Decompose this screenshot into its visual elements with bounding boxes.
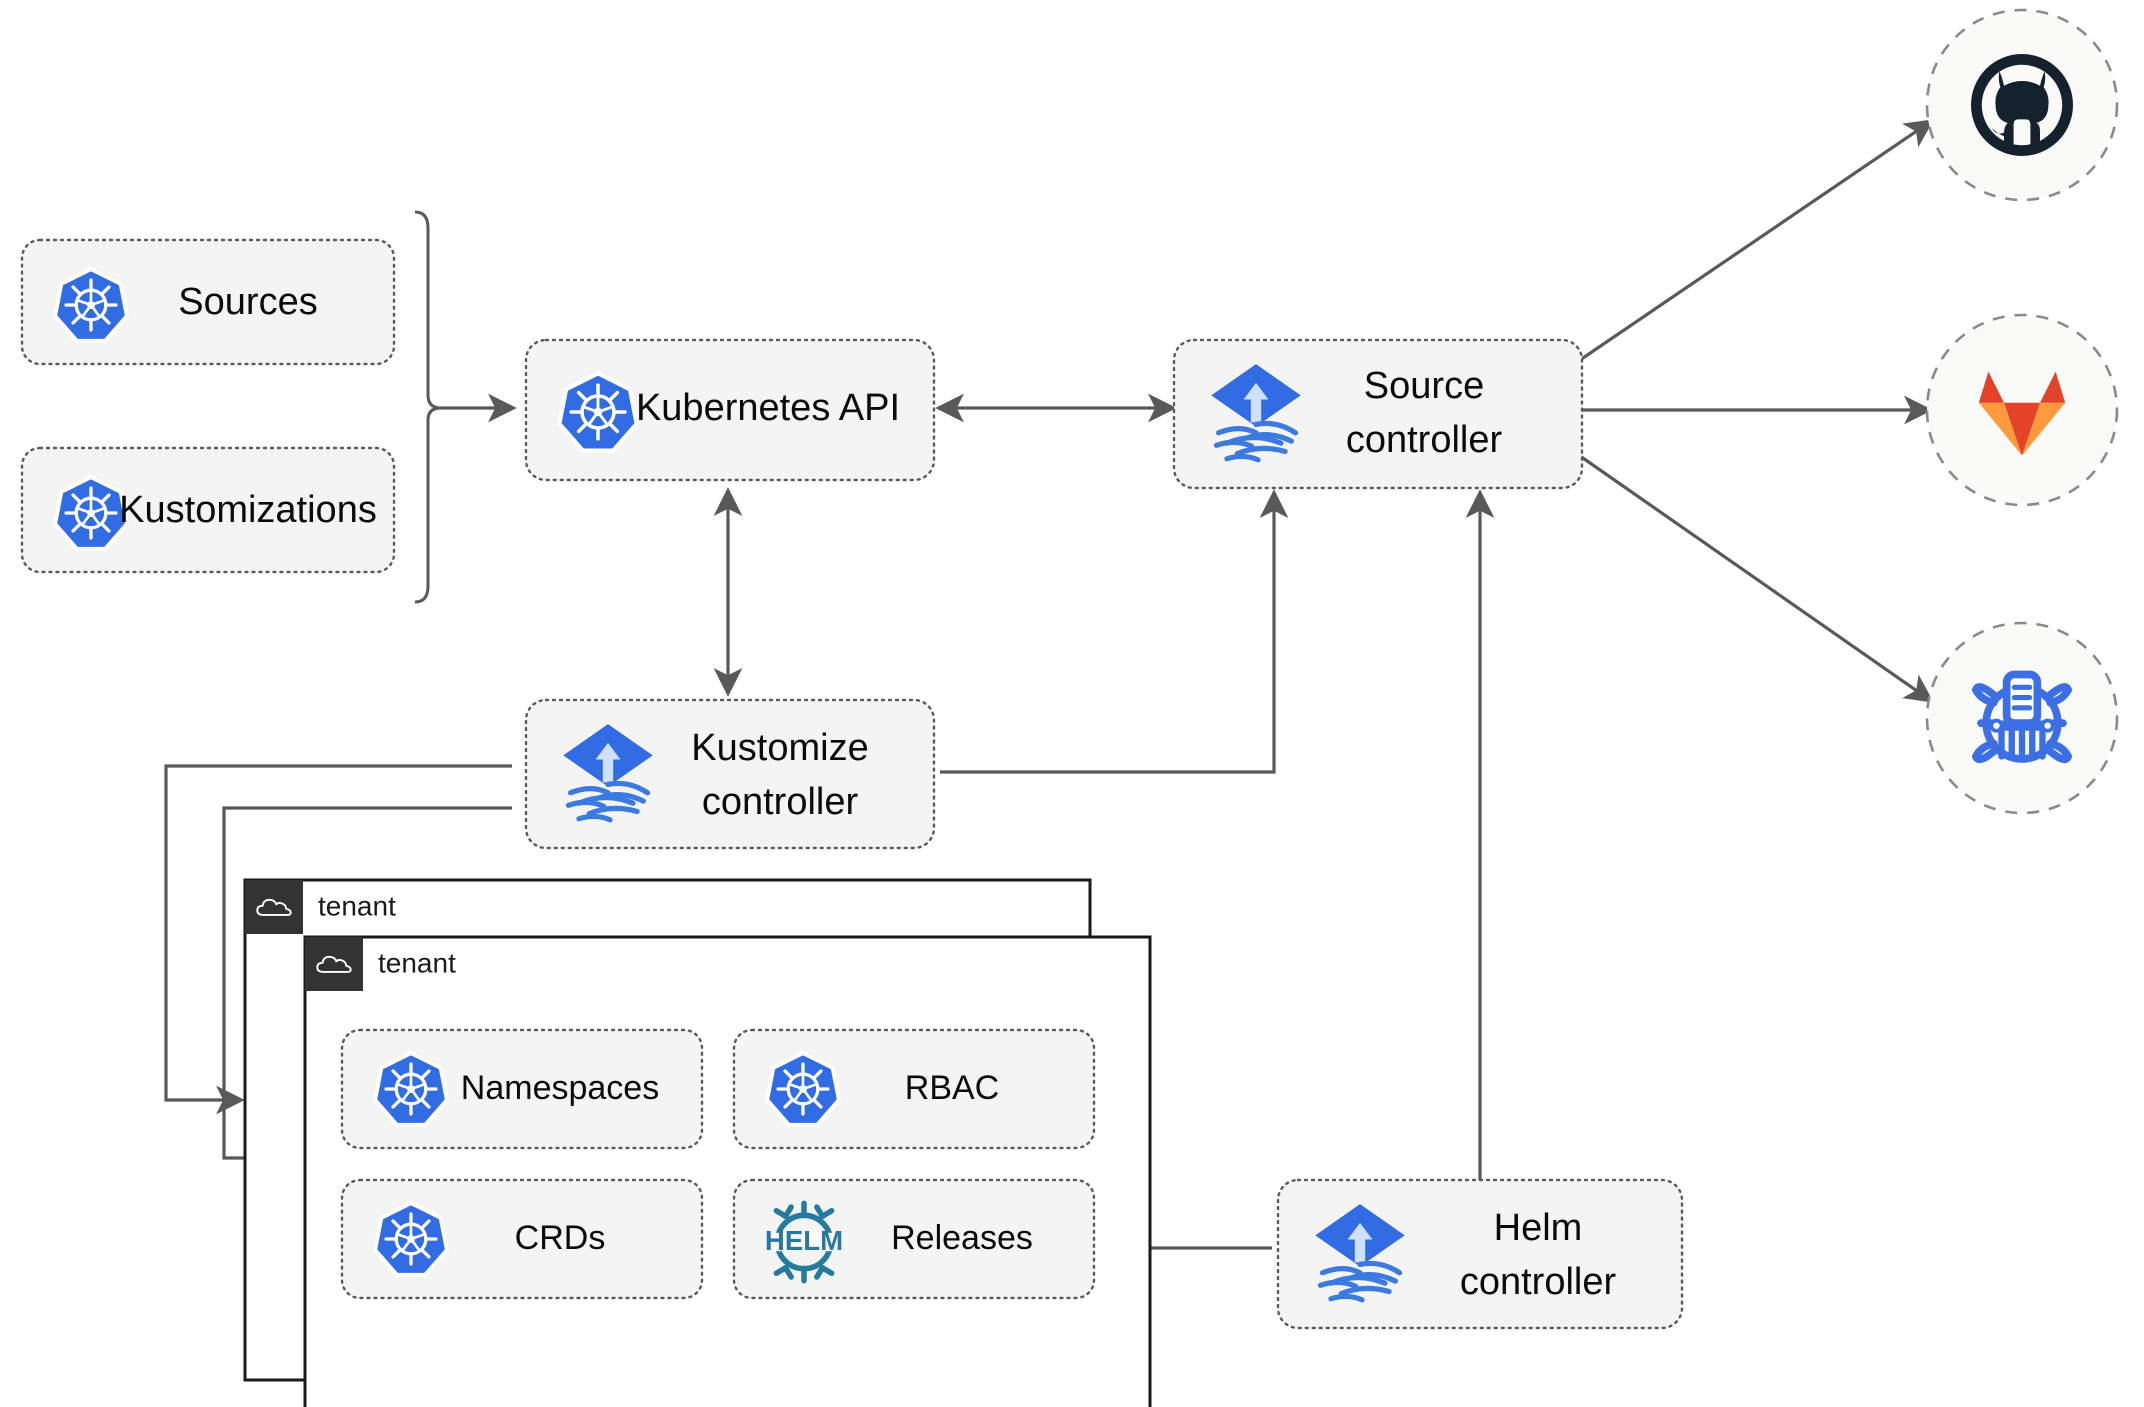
- node-rbac[interactable]: RBAC: [732, 1028, 1096, 1150]
- source-controller-label-line1: Source: [1364, 365, 1484, 407]
- tenant-inner[interactable]: tenant: [303, 935, 1152, 1407]
- edge-kustomize-controller-tenant-outer: [164, 764, 512, 1115]
- node-github[interactable]: [1925, 8, 2119, 202]
- kustomize-controller-label-line1: Kustomize: [691, 727, 868, 769]
- kubernetes-icon: [767, 1053, 839, 1125]
- tenant-outer-tab: [245, 880, 303, 934]
- helm-controller-label-line1: Helm: [1494, 1207, 1583, 1249]
- crds-label: CRDs: [515, 1219, 606, 1257]
- helm-controller-box: [1276, 1178, 1684, 1330]
- kustomize-controller-label-line2: controller: [702, 781, 859, 823]
- source-controller-label-line2: controller: [1346, 419, 1503, 461]
- tenant-inner-label: tenant: [378, 947, 456, 978]
- sources-box: [20, 238, 396, 366]
- edge-resources-bracket: [414, 210, 442, 604]
- node-releases[interactable]: Releases: [732, 1178, 1096, 1300]
- kustomize-controller-box: [524, 698, 936, 850]
- kubernetes-icon: [375, 1203, 447, 1275]
- edge-source-controller-github: [1579, 119, 1934, 362]
- edge-source-controller-helm-repository: [1579, 454, 1934, 703]
- kustomizations-box: [20, 446, 396, 574]
- node-namespaces[interactable]: Namespaces: [340, 1028, 704, 1150]
- namespaces-label: Namespaces: [461, 1069, 659, 1107]
- node-kustomizations[interactable]: Kustomizations: [20, 446, 396, 574]
- node-crds[interactable]: CRDs: [340, 1178, 704, 1300]
- node-kubernetes-api[interactable]: Kubernetes API: [524, 338, 936, 482]
- releases-label: Releases: [891, 1219, 1033, 1257]
- kubernetes-icon: [559, 373, 636, 450]
- node-kustomize-controller[interactable]: Kustomize controller: [524, 698, 936, 850]
- kubernetes-icon: [375, 1053, 447, 1125]
- rbac-label: RBAC: [905, 1069, 999, 1107]
- node-sources[interactable]: Sources: [20, 238, 396, 366]
- kubernetes-icon: [55, 477, 127, 549]
- kubernetes-api-label: Kubernetes API: [636, 387, 900, 429]
- kustomizations-label: Kustomizations: [119, 489, 377, 531]
- node-source-controller[interactable]: Source controller: [1172, 338, 1584, 490]
- kubernetes-api-box: [524, 338, 936, 482]
- node-helm-controller[interactable]: Helm controller: [1276, 1178, 1684, 1330]
- tenant-inner-frame: [303, 935, 1152, 1407]
- kubernetes-icon: [55, 269, 127, 341]
- node-helm-repository[interactable]: [1925, 621, 2119, 815]
- edge-kustomize-controller-source-controller: [940, 489, 1289, 774]
- tenant-outer-label: tenant: [318, 890, 396, 921]
- sources-label: Sources: [178, 281, 317, 323]
- node-gitlab[interactable]: [1925, 313, 2119, 507]
- helm-repository-icon: [1976, 674, 2068, 759]
- source-controller-box: [1172, 338, 1584, 490]
- helm-controller-label-line2: controller: [1460, 1261, 1617, 1303]
- tenant-inner-tab: [305, 937, 363, 991]
